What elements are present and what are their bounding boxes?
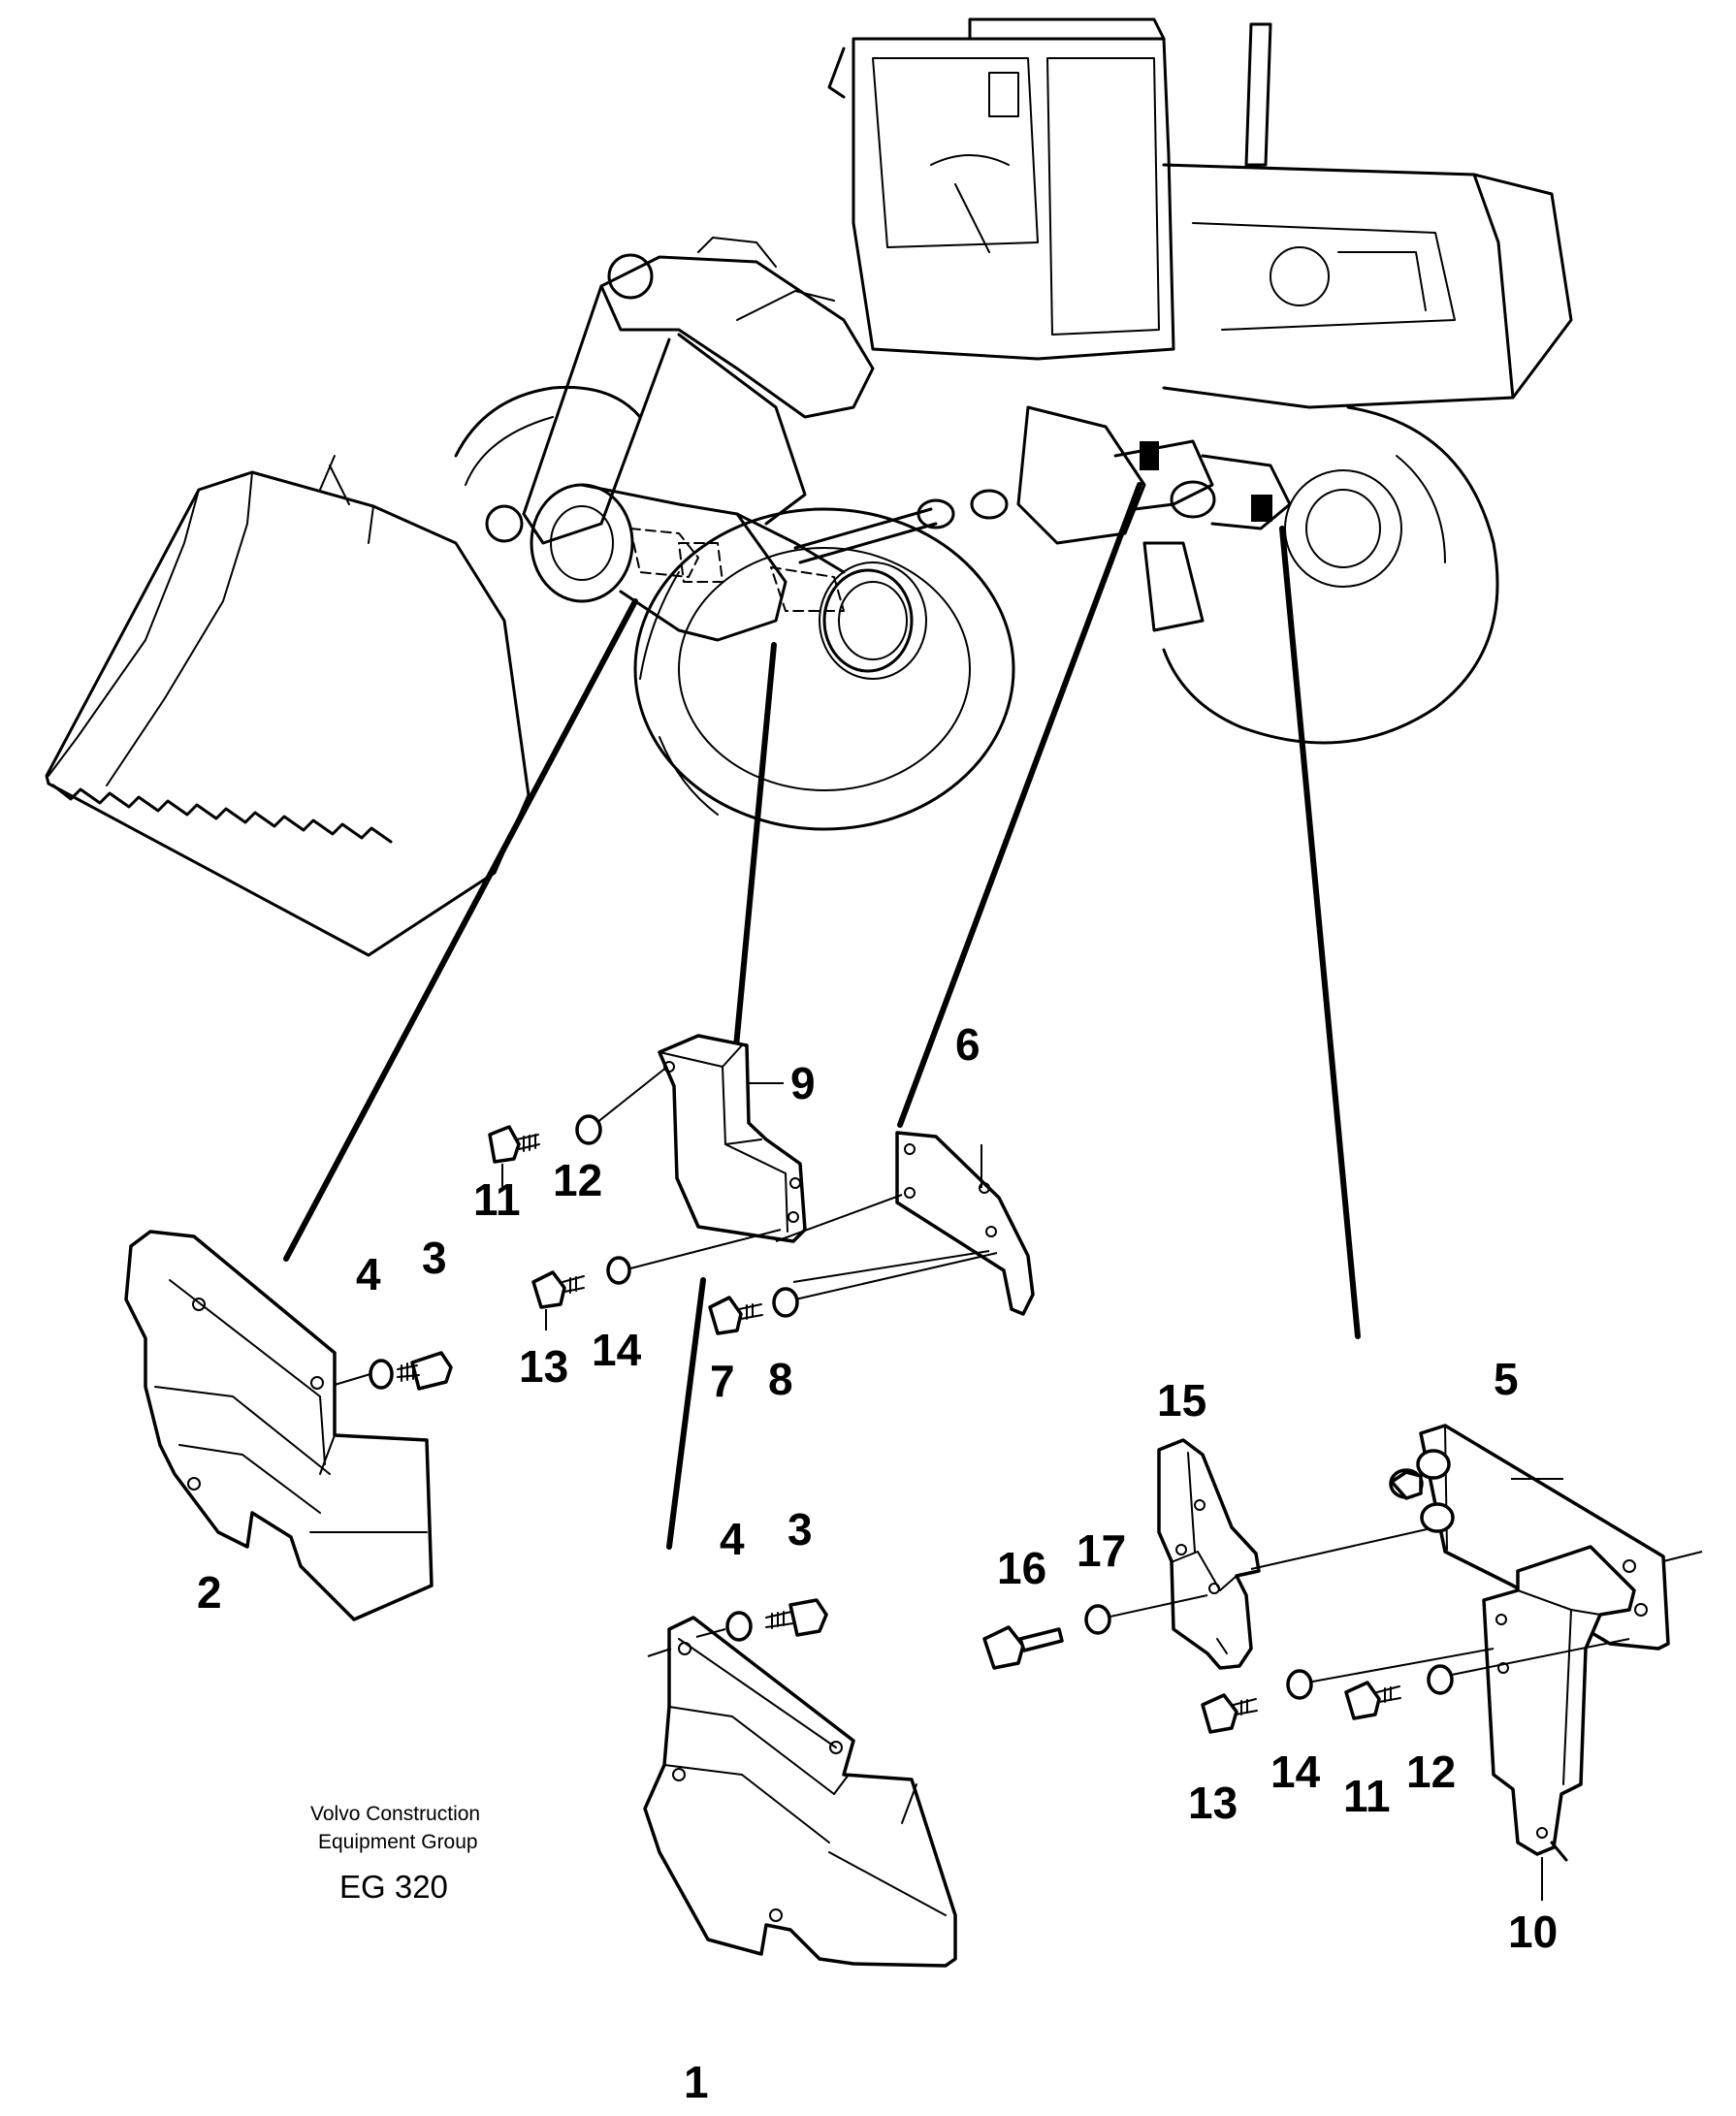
callout-13a: 13 bbox=[519, 1341, 568, 1392]
washer-12a bbox=[575, 1114, 602, 1145]
callout-4a: 4 bbox=[356, 1249, 381, 1299]
washer-14a bbox=[606, 1256, 631, 1285]
fastener-set-right bbox=[1201, 1638, 1630, 1734]
callout-15: 15 bbox=[1157, 1375, 1206, 1426]
washer-14b bbox=[1286, 1669, 1313, 1700]
bolt-11a bbox=[488, 1125, 540, 1164]
leader-arrows bbox=[283, 482, 1361, 1550]
callout-6: 6 bbox=[955, 1019, 981, 1070]
fastener-set-bottom bbox=[725, 1598, 828, 1642]
fastener-set-top bbox=[488, 1066, 668, 1188]
part-1-guard-plate bbox=[643, 1616, 957, 1968]
callout-3b: 3 bbox=[788, 1504, 813, 1555]
washer-17 bbox=[1084, 1604, 1111, 1635]
callout-4b: 4 bbox=[720, 1514, 745, 1564]
rear-frame bbox=[1162, 22, 1573, 409]
callout-12b: 12 bbox=[1406, 1747, 1456, 1797]
callout-5: 5 bbox=[1494, 1354, 1519, 1404]
callout-2: 2 bbox=[197, 1567, 222, 1618]
vendor-caption: Volvo Construction Equipment Group EG 32… bbox=[310, 1803, 480, 1905]
callout-14b: 14 bbox=[1270, 1747, 1321, 1797]
vendor-line-2: Equipment Group bbox=[318, 1831, 478, 1853]
bolt-13a bbox=[531, 1270, 585, 1309]
callout-13b: 13 bbox=[1188, 1778, 1238, 1828]
leader-arrow-part-5 bbox=[1279, 526, 1361, 1339]
bolt-3a bbox=[397, 1351, 453, 1391]
fastener-set-left bbox=[369, 1351, 453, 1391]
leader-arrow-part-9 bbox=[732, 642, 777, 1060]
washer-4b bbox=[725, 1611, 753, 1642]
vendor-line-1: Volvo Construction bbox=[310, 1803, 480, 1825]
bolt-7 bbox=[708, 1296, 763, 1335]
drive-shaft bbox=[793, 489, 1009, 564]
part-6-plate bbox=[775, 1131, 1035, 1316]
part-10-angle-bracket bbox=[1482, 1545, 1636, 1901]
bolt-11b bbox=[1344, 1681, 1401, 1720]
part-9-bracket bbox=[658, 1034, 807, 1243]
callout-labels: 9 6 11 12 4 3 13 14 7 8 2 15 5 4 3 16 17… bbox=[197, 1019, 1558, 2107]
bolt-13b bbox=[1201, 1693, 1258, 1734]
washer-12b bbox=[1427, 1664, 1454, 1695]
callout-14a: 14 bbox=[592, 1325, 642, 1375]
leader-arrow-part-2 bbox=[283, 598, 638, 1262]
fastener-set-16-17 bbox=[982, 1526, 1436, 1670]
callout-11b: 11 bbox=[1343, 1771, 1391, 1821]
washer-8 bbox=[772, 1287, 799, 1318]
callout-8: 8 bbox=[768, 1354, 793, 1404]
callout-1: 1 bbox=[684, 2057, 709, 2107]
operator-cab bbox=[827, 17, 1175, 361]
leader-arrow-part-6 bbox=[897, 482, 1142, 1128]
part-15-bracket bbox=[1157, 1438, 1261, 1670]
front-wheel bbox=[633, 507, 1015, 831]
bolt-3b bbox=[765, 1598, 828, 1637]
fastener-set-7-8 bbox=[708, 1252, 998, 1335]
far-front-wheel bbox=[454, 385, 642, 486]
front-axle bbox=[530, 483, 914, 673]
callout-9: 9 bbox=[790, 1058, 816, 1108]
part-2-guard-plate bbox=[124, 1230, 434, 1621]
bolt-16 bbox=[982, 1625, 1064, 1670]
lift-arm bbox=[485, 237, 875, 545]
rear-axle bbox=[1016, 405, 1292, 632]
callout-11a: 11 bbox=[473, 1174, 521, 1225]
callout-12a: 12 bbox=[553, 1155, 602, 1205]
washer-4a bbox=[369, 1359, 394, 1390]
fastener-set-middle bbox=[531, 1229, 782, 1331]
callout-3a: 3 bbox=[422, 1233, 447, 1283]
loader-bucket bbox=[45, 455, 530, 957]
callout-17: 17 bbox=[1077, 1525, 1126, 1576]
group-code: EG 320 bbox=[339, 1869, 448, 1905]
wheel-loader-illustration bbox=[45, 17, 1573, 957]
callout-7: 7 bbox=[710, 1356, 735, 1406]
callout-16: 16 bbox=[997, 1543, 1046, 1593]
leader-arrow-part-1 bbox=[666, 1277, 706, 1550]
callout-10: 10 bbox=[1508, 1907, 1558, 1957]
